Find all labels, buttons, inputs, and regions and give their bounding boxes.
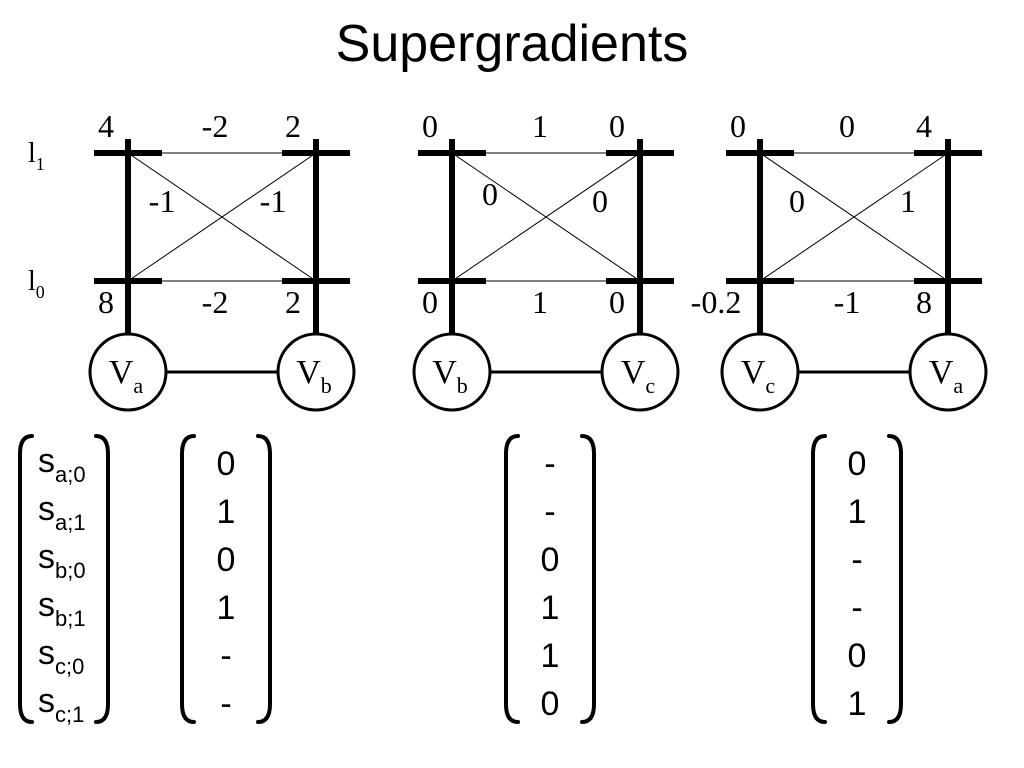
variable-node bbox=[276, 332, 356, 412]
slide-title: Supergradients bbox=[335, 15, 689, 73]
node-label: Vc bbox=[621, 354, 656, 398]
vector-left-bracket bbox=[811, 434, 827, 724]
vector-entry: 1 bbox=[541, 589, 560, 627]
unary-bottom-right: 8 bbox=[916, 284, 932, 320]
vector-entry: - bbox=[851, 541, 862, 579]
edge-cross-up bbox=[451, 152, 641, 282]
vector-entry: 0 bbox=[541, 541, 560, 579]
pairwise-cross-left: 0 bbox=[482, 176, 498, 212]
pairwise-cross-left: 0 bbox=[789, 183, 805, 219]
vector-entry: 1 bbox=[217, 589, 236, 627]
unary-top-right: 4 bbox=[916, 108, 932, 144]
vector-entry: 1 bbox=[541, 637, 560, 675]
unary-top-right: 2 bbox=[285, 108, 301, 144]
vector-entry: 1 bbox=[217, 493, 236, 531]
pairwise-bottom: 1 bbox=[532, 284, 548, 320]
pairwise-cross-left: -1 bbox=[149, 183, 176, 219]
node-label: Vc bbox=[741, 354, 776, 398]
vector-right-bracket bbox=[887, 434, 903, 724]
node-label: Va bbox=[929, 354, 964, 398]
pairwise-top: -2 bbox=[202, 108, 229, 144]
variable-label: sb;1 bbox=[38, 586, 86, 631]
pairwise-cross-right: 1 bbox=[900, 183, 916, 219]
pairwise-cross-right: -1 bbox=[260, 183, 287, 219]
unary-bottom-right: 2 bbox=[285, 284, 301, 320]
vector-entry: 0 bbox=[217, 445, 236, 483]
label-l0: l0 bbox=[28, 266, 45, 302]
variable-node bbox=[88, 332, 168, 412]
unary-top-left: 0 bbox=[730, 108, 746, 144]
vector-entry: - bbox=[544, 493, 555, 531]
unary-top-left: 4 bbox=[98, 108, 114, 144]
vector-entry: - bbox=[851, 589, 862, 627]
unary-top-left: 0 bbox=[422, 108, 438, 144]
pairwise-cross-right: 0 bbox=[592, 183, 608, 219]
node-label: Vb bbox=[432, 354, 468, 398]
node-label: Va bbox=[109, 354, 144, 398]
variable-node bbox=[908, 332, 988, 412]
vector-right-bracket bbox=[256, 434, 272, 724]
variable-label: sa;1 bbox=[38, 490, 86, 535]
variable-node bbox=[600, 332, 680, 412]
unary-bottom-left: 8 bbox=[98, 284, 114, 320]
vector-entry: 0 bbox=[848, 637, 867, 675]
node-label: Vb bbox=[296, 354, 332, 398]
variable-node bbox=[720, 332, 800, 412]
edge-cross-up bbox=[759, 152, 949, 282]
variable-node bbox=[412, 332, 492, 412]
vector-entry: - bbox=[220, 685, 231, 723]
variable-label: sc;0 bbox=[38, 634, 84, 679]
vector-entry: 0 bbox=[217, 541, 236, 579]
vector-entry: 1 bbox=[848, 493, 867, 531]
unary-bottom-right: 0 bbox=[609, 284, 625, 320]
variable-label: sb;0 bbox=[38, 538, 86, 583]
vector-entry: 1 bbox=[848, 685, 867, 723]
unary-bottom-left: 0 bbox=[422, 284, 438, 320]
pairwise-bottom: -2 bbox=[202, 284, 229, 320]
variable-label: sc;1 bbox=[38, 682, 84, 727]
pairwise-top: 0 bbox=[839, 108, 855, 144]
pairwise-bottom: -1 bbox=[834, 284, 861, 320]
vector-entry: 0 bbox=[541, 685, 560, 723]
label-vector-left-bracket bbox=[18, 434, 34, 724]
edge-cross-up bbox=[127, 152, 317, 282]
vector-entry: - bbox=[544, 445, 555, 483]
vector-left-bracket bbox=[180, 434, 196, 724]
vector-left-bracket bbox=[504, 434, 520, 724]
unary-bottom-left: -0.2 bbox=[691, 284, 742, 320]
label-vector-right-bracket bbox=[94, 434, 110, 724]
vector-entry: 0 bbox=[848, 445, 867, 483]
label-l1: l1 bbox=[28, 138, 45, 174]
vector-entry: - bbox=[220, 637, 231, 675]
pairwise-top: 1 bbox=[532, 108, 548, 144]
unary-top-right: 0 bbox=[609, 108, 625, 144]
variable-label: sa;0 bbox=[38, 442, 86, 487]
vector-right-bracket bbox=[580, 434, 596, 724]
